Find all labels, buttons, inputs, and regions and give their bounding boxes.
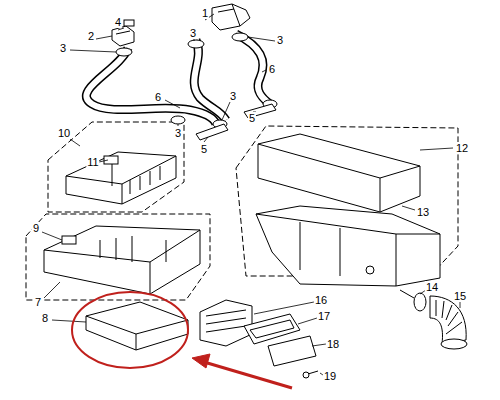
- highlight-circle: [72, 292, 188, 368]
- hose-clamp: [116, 33, 277, 128]
- arrow-head: [192, 354, 210, 368]
- group-outline: [48, 122, 184, 212]
- hose: [86, 34, 270, 124]
- callout-number: 2: [87, 30, 95, 42]
- drawer-insert: [86, 302, 188, 350]
- callout-number: 5: [248, 112, 256, 124]
- callout-number: 8: [41, 312, 49, 324]
- callout-number: 19: [323, 370, 337, 382]
- callout-number: 3: [229, 90, 237, 102]
- callout-number: 3: [276, 34, 284, 46]
- callout-number: 18: [326, 338, 340, 350]
- callout-number: 5: [200, 143, 208, 155]
- callout-number: 15: [453, 290, 467, 302]
- hose-elbow: [400, 290, 467, 349]
- dispenser-housing: [256, 134, 440, 286]
- callout-number: 7: [34, 296, 42, 308]
- callout-number: 1: [201, 7, 209, 19]
- callout-number: 10: [57, 127, 71, 139]
- group-outline: [26, 214, 210, 300]
- tray: [66, 152, 176, 204]
- callout-number: 3: [59, 42, 67, 54]
- callout-number: 9: [32, 222, 40, 234]
- callout-number: 16: [314, 294, 328, 306]
- callout-number: 6: [154, 91, 162, 103]
- tray: [44, 226, 200, 294]
- callout-number: 13: [416, 206, 430, 218]
- callout-number: 14: [425, 281, 439, 293]
- callout-number: 12: [455, 142, 469, 154]
- callout-number: 6: [268, 63, 276, 75]
- highlight-arrow: [204, 362, 292, 388]
- callout-number: 11: [86, 156, 99, 168]
- callout-number: 3: [189, 27, 197, 39]
- callout-number: 17: [317, 310, 331, 322]
- callout-number: 4: [114, 16, 122, 28]
- pin: [196, 104, 276, 140]
- valve-connector: [112, 4, 250, 46]
- callout-number: 3: [174, 127, 182, 139]
- leader-line: [42, 14, 460, 375]
